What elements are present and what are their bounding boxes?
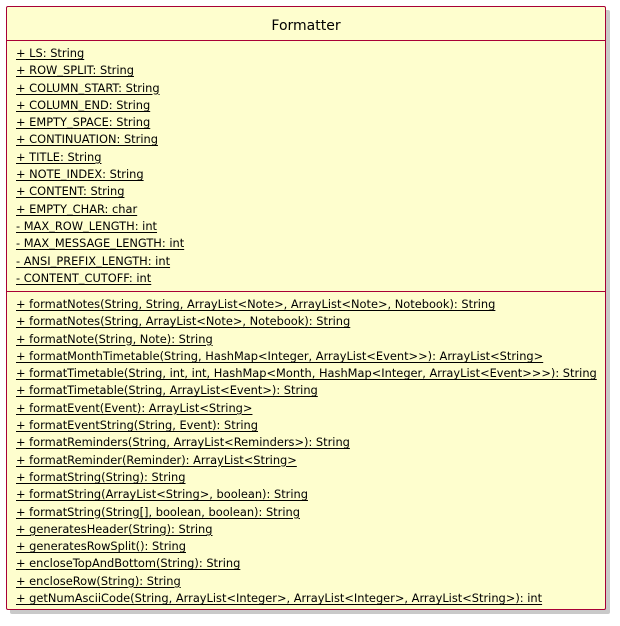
attribute-item: - CONTENT_CUTOFF: int xyxy=(16,270,605,287)
method-item: + formatEventString(String, Event): Stri… xyxy=(16,417,605,434)
method-item-text: + formatNotes(String, ArrayList<Note>, N… xyxy=(16,314,351,329)
attribute-item-text: + NOTE_INDEX: String xyxy=(16,167,144,182)
method-item: + formatString(String[], boolean, boolea… xyxy=(16,504,605,521)
attribute-item-text: + EMPTY_SPACE: String xyxy=(16,115,151,130)
method-item-text: + generatesRowSplit(): String xyxy=(16,539,186,554)
method-item-text: + formatString(String): String xyxy=(16,469,186,484)
method-item: + formatEvent(Event): ArrayList<String> xyxy=(16,400,605,417)
method-item-text: + getNumAsciiCode(String, ArrayList<Inte… xyxy=(16,591,543,606)
method-item-text: + formatString(String[], boolean, boolea… xyxy=(16,504,300,519)
method-item: + generatesHeader(String): String xyxy=(16,521,605,538)
method-item-text: + encloseRow(String): String xyxy=(16,573,181,588)
attribute-item: - MAX_MESSAGE_LENGTH: int xyxy=(16,235,605,252)
method-item: + formatNote(String, Note): String xyxy=(16,331,605,348)
attribute-item: + EMPTY_CHAR: char xyxy=(16,201,605,218)
method-item: + formatMonthTimetable(String, HashMap<I… xyxy=(16,348,605,365)
attribute-item-text: - MAX_ROW_LENGTH: int xyxy=(16,218,158,233)
method-item-text: + encloseTopAndBottom(String): String xyxy=(16,556,241,571)
method-item: + generatesRowSplit(): String xyxy=(16,538,605,555)
attribute-item-text: + LS: String xyxy=(16,46,85,60)
attribute-item: - ANSI_PREFIX_LENGTH: int xyxy=(16,253,605,270)
attribute-item: + ROW_SPLIT: String xyxy=(16,62,605,79)
method-item: + formatString(String): String xyxy=(16,469,605,486)
attribute-item: + CONTINUATION: String xyxy=(16,131,605,148)
method-item-text: + formatTimetable(String, int, int, Hash… xyxy=(16,366,597,381)
attribute-item: + COLUMN_END: String xyxy=(16,97,605,114)
attribute-item-text: + COLUMN_END: String xyxy=(16,97,151,112)
attribute-item-text: - CONTENT_CUTOFF: int xyxy=(16,270,152,285)
method-item-text: + formatReminders(String, ArrayList<Remi… xyxy=(16,435,350,450)
method-item: + formatTimetable(String, int, int, Hash… xyxy=(16,365,605,382)
attribute-item-text: - MAX_MESSAGE_LENGTH: int xyxy=(16,236,185,251)
attribute-item: - MAX_ROW_LENGTH: int xyxy=(16,218,605,235)
attribute-item: + COLUMN_START: String xyxy=(16,80,605,97)
method-item-text: + formatTimetable(String, ArrayList<Even… xyxy=(16,383,318,398)
method-item-text: + formatEvent(Event): ArrayList<String> xyxy=(16,400,253,415)
attribute-item-text: + CONTENT: String xyxy=(16,184,125,199)
attributes-compartment: + LS: String + ROW_SPLIT: String + COLUMN_… xyxy=(7,41,605,292)
class-name: Formatter xyxy=(7,7,605,41)
method-item-text: + formatString(ArrayList<String>, boolea… xyxy=(16,487,308,502)
method-item-text: + formatMonthTimetable(String, HashMap<I… xyxy=(16,348,544,363)
method-item: + encloseRow(String): String xyxy=(16,573,605,590)
method-item: + formatNotes(String, ArrayList<Note>, N… xyxy=(16,313,605,330)
attribute-item-text: + COLUMN_START: String xyxy=(16,80,160,95)
attribute-item: + TITLE: String xyxy=(16,149,605,166)
method-item: + formatTimetable(String, ArrayList<Even… xyxy=(16,382,605,399)
attribute-item: + EMPTY_SPACE: String xyxy=(16,114,605,131)
method-item-text: + formatNotes(String, String, ArrayList<… xyxy=(16,297,496,311)
uml-class-box: Formatter + LS: String + ROW_SPLIT: Strin… xyxy=(6,6,606,610)
attribute-item: + LS: String xyxy=(16,45,605,62)
method-item-text: + formatEventString(String, Event): Stri… xyxy=(16,418,259,433)
method-item: + getNumAsciiCode(String, ArrayList<Inte… xyxy=(16,590,605,607)
attribute-item: + CONTENT: String xyxy=(16,183,605,200)
attribute-item: + NOTE_INDEX: String xyxy=(16,166,605,183)
attribute-item-text: + EMPTY_CHAR: char xyxy=(16,201,138,216)
method-item: + formatReminder(Reminder): ArrayList<St… xyxy=(16,452,605,469)
method-item-text: + formatReminder(Reminder): ArrayList<St… xyxy=(16,452,297,467)
attribute-item-text: + CONTINUATION: String xyxy=(16,132,158,147)
method-item-text: + formatNote(String, Note): String xyxy=(16,331,213,346)
method-item: + encloseTopAndBottom(String): String xyxy=(16,555,605,572)
method-item: + formatNotes(String, String, ArrayList<… xyxy=(16,296,605,313)
attribute-item-text: + TITLE: String xyxy=(16,149,102,164)
methods-compartment: + formatNotes(String, String, ArrayList<… xyxy=(7,292,605,607)
attribute-item-text: + ROW_SPLIT: String xyxy=(16,63,134,78)
attribute-item-text: - ANSI_PREFIX_LENGTH: int xyxy=(16,253,171,268)
method-item-text: + generatesHeader(String): String xyxy=(16,521,213,536)
method-item: + formatString(ArrayList<String>, boolea… xyxy=(16,486,605,503)
method-item: + formatReminders(String, ArrayList<Remi… xyxy=(16,434,605,451)
